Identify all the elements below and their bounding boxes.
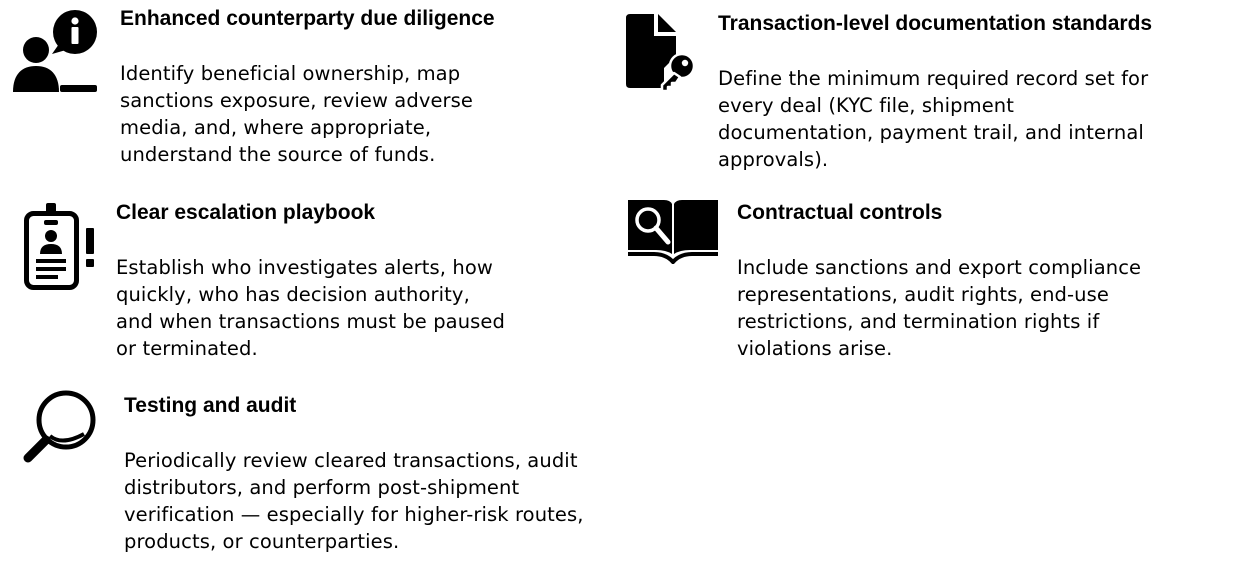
item-description: Define the minimum required record set f…	[718, 65, 1148, 173]
description-line: media, and, where appropriate,	[120, 116, 432, 139]
item-title: Contractual controls	[737, 201, 943, 224]
description-line: Establish who investigates alerts, how	[116, 256, 493, 279]
item-title: Testing and audit	[124, 394, 297, 417]
description-line: Identify beneficial ownership, map	[120, 62, 461, 85]
file-key-icon	[624, 12, 696, 92]
description-line: sanctions exposure, review adverse	[120, 89, 474, 112]
description-line: understand the source of funds.	[120, 143, 436, 166]
description-line: representations, audit rights, end-use	[737, 283, 1109, 306]
book-search-icon	[626, 198, 720, 264]
item-title: Enhanced counterparty due diligence	[120, 7, 495, 30]
description-line: quickly, who has decision authority,	[116, 283, 470, 306]
user-info-icon	[12, 8, 98, 94]
description-line: and when transactions must be paused	[116, 310, 506, 333]
description-line: restrictions, and termination rights if	[737, 310, 1100, 333]
item-title: Clear escalation playbook	[116, 201, 376, 224]
description-line: or terminated.	[116, 337, 258, 360]
item-description: Periodically review cleared transactions…	[124, 447, 584, 555]
description-line: verification — especially for higher-ris…	[124, 503, 584, 526]
description-line: approvals).	[718, 148, 829, 171]
id-badge-alert-icon	[22, 202, 98, 292]
item-description: Identify beneficial ownership, map sanct…	[120, 60, 473, 168]
description-line: violations arise.	[737, 337, 893, 360]
description-line: products, or counterparties.	[124, 530, 400, 553]
description-line: every deal (KYC file, shipment	[718, 94, 1014, 117]
item-description: Establish who investigates alerts, how q…	[116, 254, 505, 362]
description-line: distributors, and perform post-shipment	[124, 476, 520, 499]
magnifier-icon	[22, 388, 100, 466]
description-line: Define the minimum required record set f…	[718, 67, 1149, 90]
item-title: Transaction-level documentation standard…	[718, 12, 1153, 35]
item-description: Include sanctions and export compliance …	[737, 254, 1141, 362]
description-line: Periodically review cleared transactions…	[124, 449, 578, 472]
description-line: documentation, payment trail, and intern…	[718, 121, 1144, 144]
description-line: Include sanctions and export compliance	[737, 256, 1142, 279]
